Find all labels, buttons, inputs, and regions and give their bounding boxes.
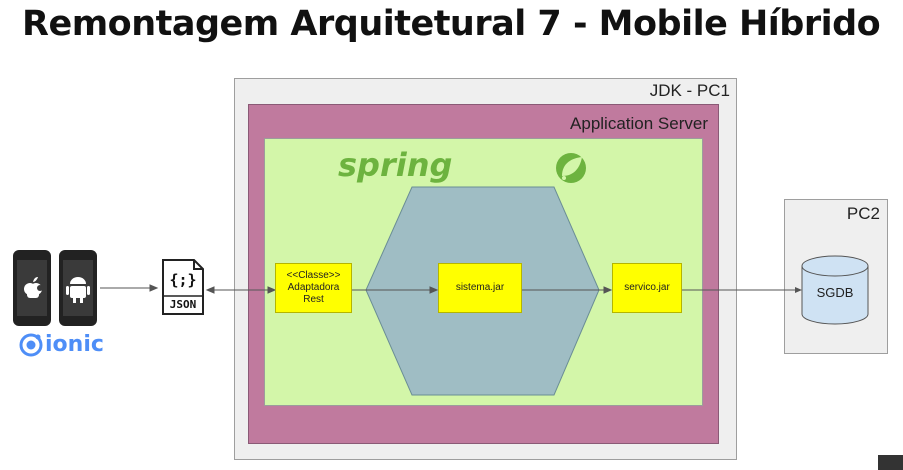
spring-logo-text: spring (338, 146, 453, 184)
servico-jar-box: servico.jar (612, 263, 682, 313)
jdk-pc1-label: JDK - PC1 (649, 81, 730, 100)
json-glyph: {;} (169, 271, 196, 289)
pc2-label: PC2 (846, 204, 880, 223)
sistema-jar-box: sistema.jar (438, 263, 522, 313)
sgdb-label: SGDB (816, 285, 854, 300)
ionic-icon (19, 333, 43, 357)
ionic-logo-text: ionic (45, 332, 104, 357)
adaptadora-rest-box: <<Classe>> Adaptadora Rest (275, 263, 352, 313)
adaptadora-stereotype: <<Classe>> (286, 270, 341, 281)
adaptadora-name: Adaptadora (287, 282, 340, 293)
json-label: JSON (169, 298, 197, 311)
corner-overlay (878, 455, 903, 470)
page-title: Remontagem Arquitetural 7 - Mobile Híbri… (22, 4, 881, 44)
servico-label: servico.jar (624, 282, 670, 293)
spring-leaf-icon (556, 153, 586, 183)
android-icon (66, 277, 90, 303)
json-file-icon (162, 259, 204, 315)
application-server-label: Application Server (570, 114, 708, 133)
adaptadora-type: Rest (303, 294, 324, 305)
sistema-label: sistema.jar (455, 282, 505, 293)
android-device (59, 250, 97, 326)
iphone-device (13, 250, 51, 326)
database-overlay (784, 255, 869, 325)
apple-icon (24, 277, 43, 298)
